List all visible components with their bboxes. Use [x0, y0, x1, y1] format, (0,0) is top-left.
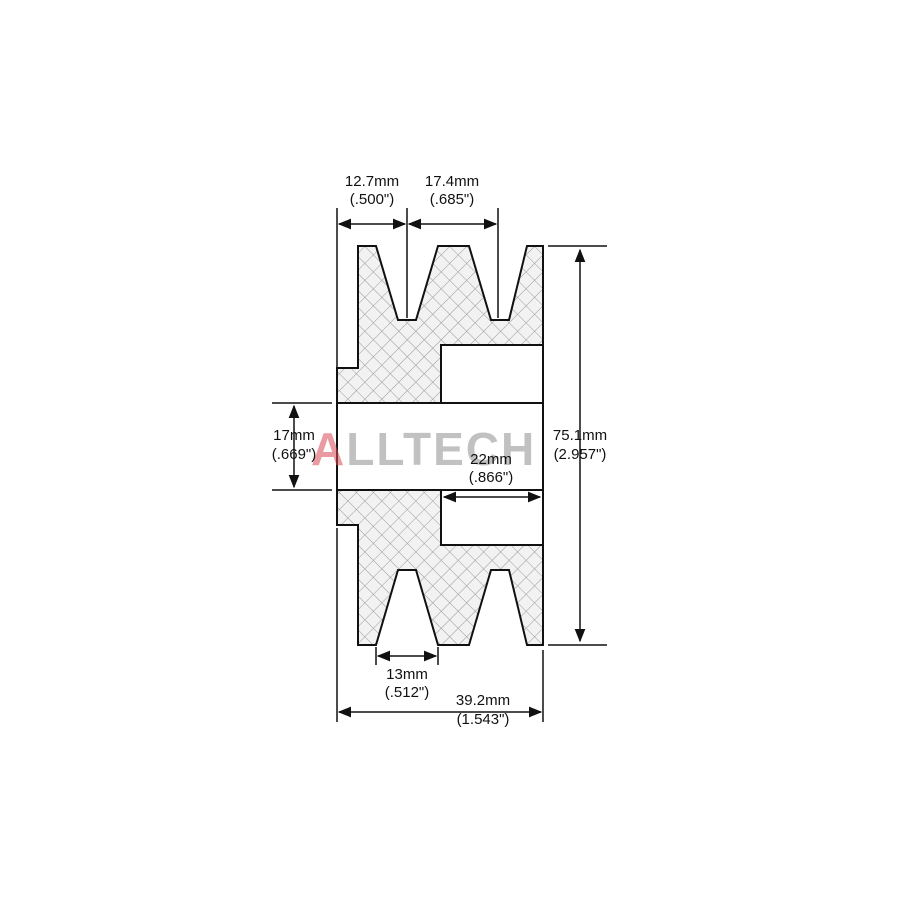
label-overall-width-imperial: (1.543") [457, 711, 510, 728]
label-outer-diameter-metric: 75.1mm [553, 427, 607, 444]
pulley-upper-section [336, 245, 544, 404]
label-groove-bottom-width-imperial: (.512") [385, 684, 430, 701]
label-bore-diameter-imperial: (.669") [272, 446, 317, 463]
label-groove-top-width-metric: 12.7mm [345, 173, 399, 190]
label-groove-top-width-imperial: (.500") [350, 191, 395, 208]
label-hub-depth-imperial: (.866") [469, 469, 514, 486]
label-overall-width-metric: 39.2mm [456, 692, 510, 709]
label-groove-bottom-width-metric: 13mm [386, 666, 428, 683]
label-outer-diameter-imperial: (2.957") [554, 446, 607, 463]
watermark-logo: ALLTECH [311, 423, 536, 475]
label-groove-pitch-metric: 17.4mm [425, 173, 479, 190]
watermark-rest: LLTECH [346, 423, 536, 475]
label-bore-diameter-metric: 17mm [273, 427, 315, 444]
watermark-first-letter: A [311, 423, 346, 475]
dimension-labels: 12.7mm (.500") 17.4mm (.685") 17mm (.669… [272, 173, 607, 728]
pulley-lower-section [336, 489, 544, 646]
dimension-arrows [288, 218, 586, 718]
label-hub-depth-metric: 22mm [470, 451, 512, 468]
label-groove-pitch-imperial: (.685") [430, 191, 475, 208]
extension-lines [272, 208, 607, 722]
